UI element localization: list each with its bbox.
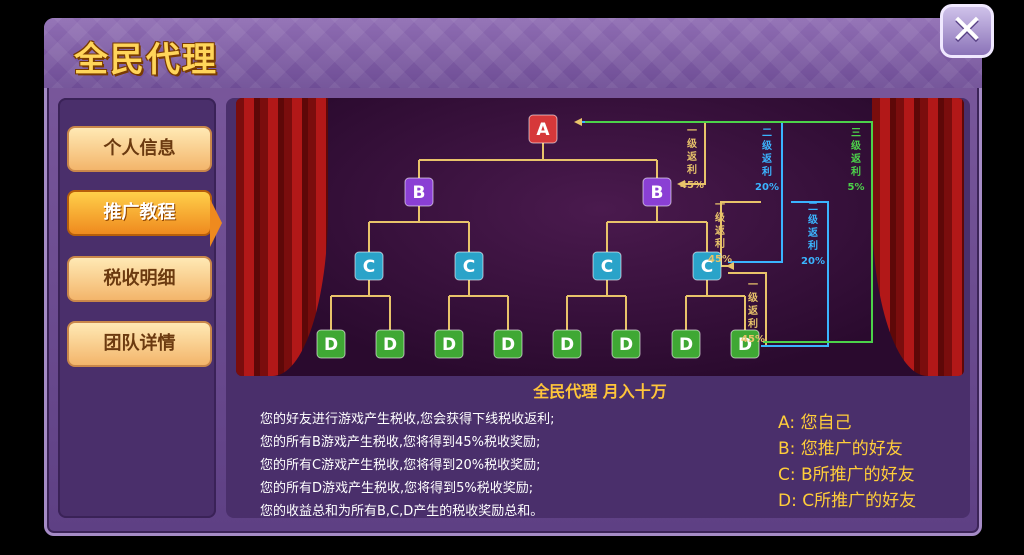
active-tab-arrow-icon bbox=[210, 199, 222, 247]
node-b: B bbox=[404, 177, 434, 207]
node-a: A bbox=[528, 114, 558, 144]
close-button[interactable]: ✕ bbox=[940, 4, 994, 58]
node-d: D bbox=[552, 329, 582, 359]
legend-item: C: B所推广的好友 bbox=[778, 465, 915, 485]
node-c: C bbox=[354, 251, 384, 281]
level3-lines bbox=[585, 121, 873, 343]
sidebar-item-team-details[interactable]: 团队详情 bbox=[67, 321, 212, 367]
rebate-label-char: 返 bbox=[808, 226, 818, 239]
legend-item: B: 您推广的好友 bbox=[778, 439, 903, 459]
rebate-label-char: 返 bbox=[748, 304, 758, 317]
tree-nodes: A B B C C C C D D D D D D D D bbox=[316, 114, 760, 359]
rebate-label-percent: 45% bbox=[680, 180, 704, 191]
node-label: C bbox=[363, 257, 375, 277]
node-label: C bbox=[601, 257, 613, 277]
tree-lines bbox=[330, 121, 767, 346]
node-label: D bbox=[560, 335, 574, 355]
arrow-heads bbox=[574, 118, 734, 270]
node-c: C bbox=[592, 251, 622, 281]
node-label: C bbox=[701, 257, 713, 277]
rebate-label-char: 级 bbox=[714, 211, 726, 224]
rebate-label-char: 利 bbox=[851, 165, 861, 178]
node-d: D bbox=[671, 329, 701, 359]
rebate-label-char: 返 bbox=[851, 152, 861, 165]
rebate-label-char: 返 bbox=[715, 224, 725, 237]
node-label: C bbox=[463, 257, 475, 277]
sidebar-item-personal-info[interactable]: 个人信息 bbox=[67, 126, 212, 172]
node-d: D bbox=[316, 329, 346, 359]
description-line: 您的所有D游戏产生税收,您将得到5%税收奖励; bbox=[260, 481, 534, 496]
rebate-label-char: 级 bbox=[686, 137, 698, 150]
node-label: D bbox=[679, 335, 693, 355]
description-line: 您的所有B游戏产生税收,您将得到45%税收奖励; bbox=[260, 435, 541, 450]
diagram-subtitle: 全民代理 月入十万 bbox=[533, 382, 667, 401]
rebate-label-char: 一 bbox=[687, 126, 697, 137]
node-d: D bbox=[730, 329, 760, 359]
node-label: B bbox=[651, 183, 664, 203]
rebate-label-char: 一 bbox=[715, 200, 725, 211]
description-line: 您的所有C游戏产生税收,您将得到20%税收奖励; bbox=[260, 458, 541, 473]
node-c: C bbox=[454, 251, 484, 281]
rebate-labels: 一级返利45%一级返利45%一级返利45%二级返利20%二级返利20%三级返利5… bbox=[680, 126, 864, 345]
legend-item: D: C所推广的好友 bbox=[778, 491, 917, 511]
sidebar-item-tax-details[interactable]: 税收明细 bbox=[67, 256, 212, 302]
rebate-label-char: 级 bbox=[807, 213, 819, 226]
description-line: 您的收益总和为所有B,C,D产生的税收奖励总和。 bbox=[260, 504, 544, 519]
node-label: D bbox=[442, 335, 456, 355]
rebate-label-char: 级 bbox=[850, 139, 862, 152]
diagram-stage bbox=[236, 98, 964, 376]
rebate-label-percent: 5% bbox=[848, 182, 865, 193]
rebate-label-char: 二 bbox=[762, 127, 772, 139]
node-d: D bbox=[375, 329, 405, 359]
rebate-label-char: 利 bbox=[687, 163, 697, 176]
node-b: B bbox=[642, 177, 672, 207]
legend: A: 您自己 B: 您推广的好友 C: B所推广的好友 D: C所推广的好友 bbox=[778, 410, 916, 514]
rebate-label-percent: 20% bbox=[801, 256, 825, 267]
rebate-label-char: 利 bbox=[715, 237, 725, 250]
node-c: C bbox=[692, 251, 722, 281]
node-d: D bbox=[493, 329, 523, 359]
node-label: A bbox=[536, 120, 550, 140]
node-d: D bbox=[611, 329, 641, 359]
rebate-label-char: 利 bbox=[748, 317, 758, 330]
node-label: D bbox=[738, 335, 752, 355]
rebate-label-percent: 45% bbox=[708, 254, 732, 265]
rebate-label-percent: 45% bbox=[741, 334, 765, 345]
description-text: 您的好友进行游戏产生税收,您会获得下线税收返利; 您的所有B游戏产生税收,您将得… bbox=[260, 408, 555, 523]
node-label: D bbox=[324, 335, 338, 355]
rebate-label-char: 级 bbox=[761, 139, 773, 152]
rebate-label-char: 利 bbox=[808, 239, 818, 252]
node-label: D bbox=[383, 335, 397, 355]
rebate-label-char: 级 bbox=[747, 291, 759, 304]
node-label: D bbox=[501, 335, 515, 355]
rebate-label-char: 二 bbox=[808, 201, 818, 213]
rebate-label-char: 返 bbox=[762, 152, 772, 165]
page-title: 全民代理 bbox=[74, 40, 218, 80]
node-d: D bbox=[434, 329, 464, 359]
node-label: B bbox=[413, 183, 426, 203]
rebate-label-char: 利 bbox=[762, 165, 772, 178]
rebate-label-char: 一 bbox=[748, 280, 758, 291]
node-label: D bbox=[619, 335, 633, 355]
panel-header bbox=[44, 18, 982, 88]
sidebar-item-promo-tutorial[interactable]: 推广教程 bbox=[67, 190, 212, 236]
rebate-label-char: 三 bbox=[851, 127, 861, 139]
legend-item: A: 您自己 bbox=[778, 413, 852, 433]
description-line: 您的好友进行游戏产生税收,您会获得下线税收返利; bbox=[260, 412, 555, 427]
rebate-label-char: 返 bbox=[687, 150, 697, 163]
rebate-label-percent: 20% bbox=[755, 182, 779, 193]
